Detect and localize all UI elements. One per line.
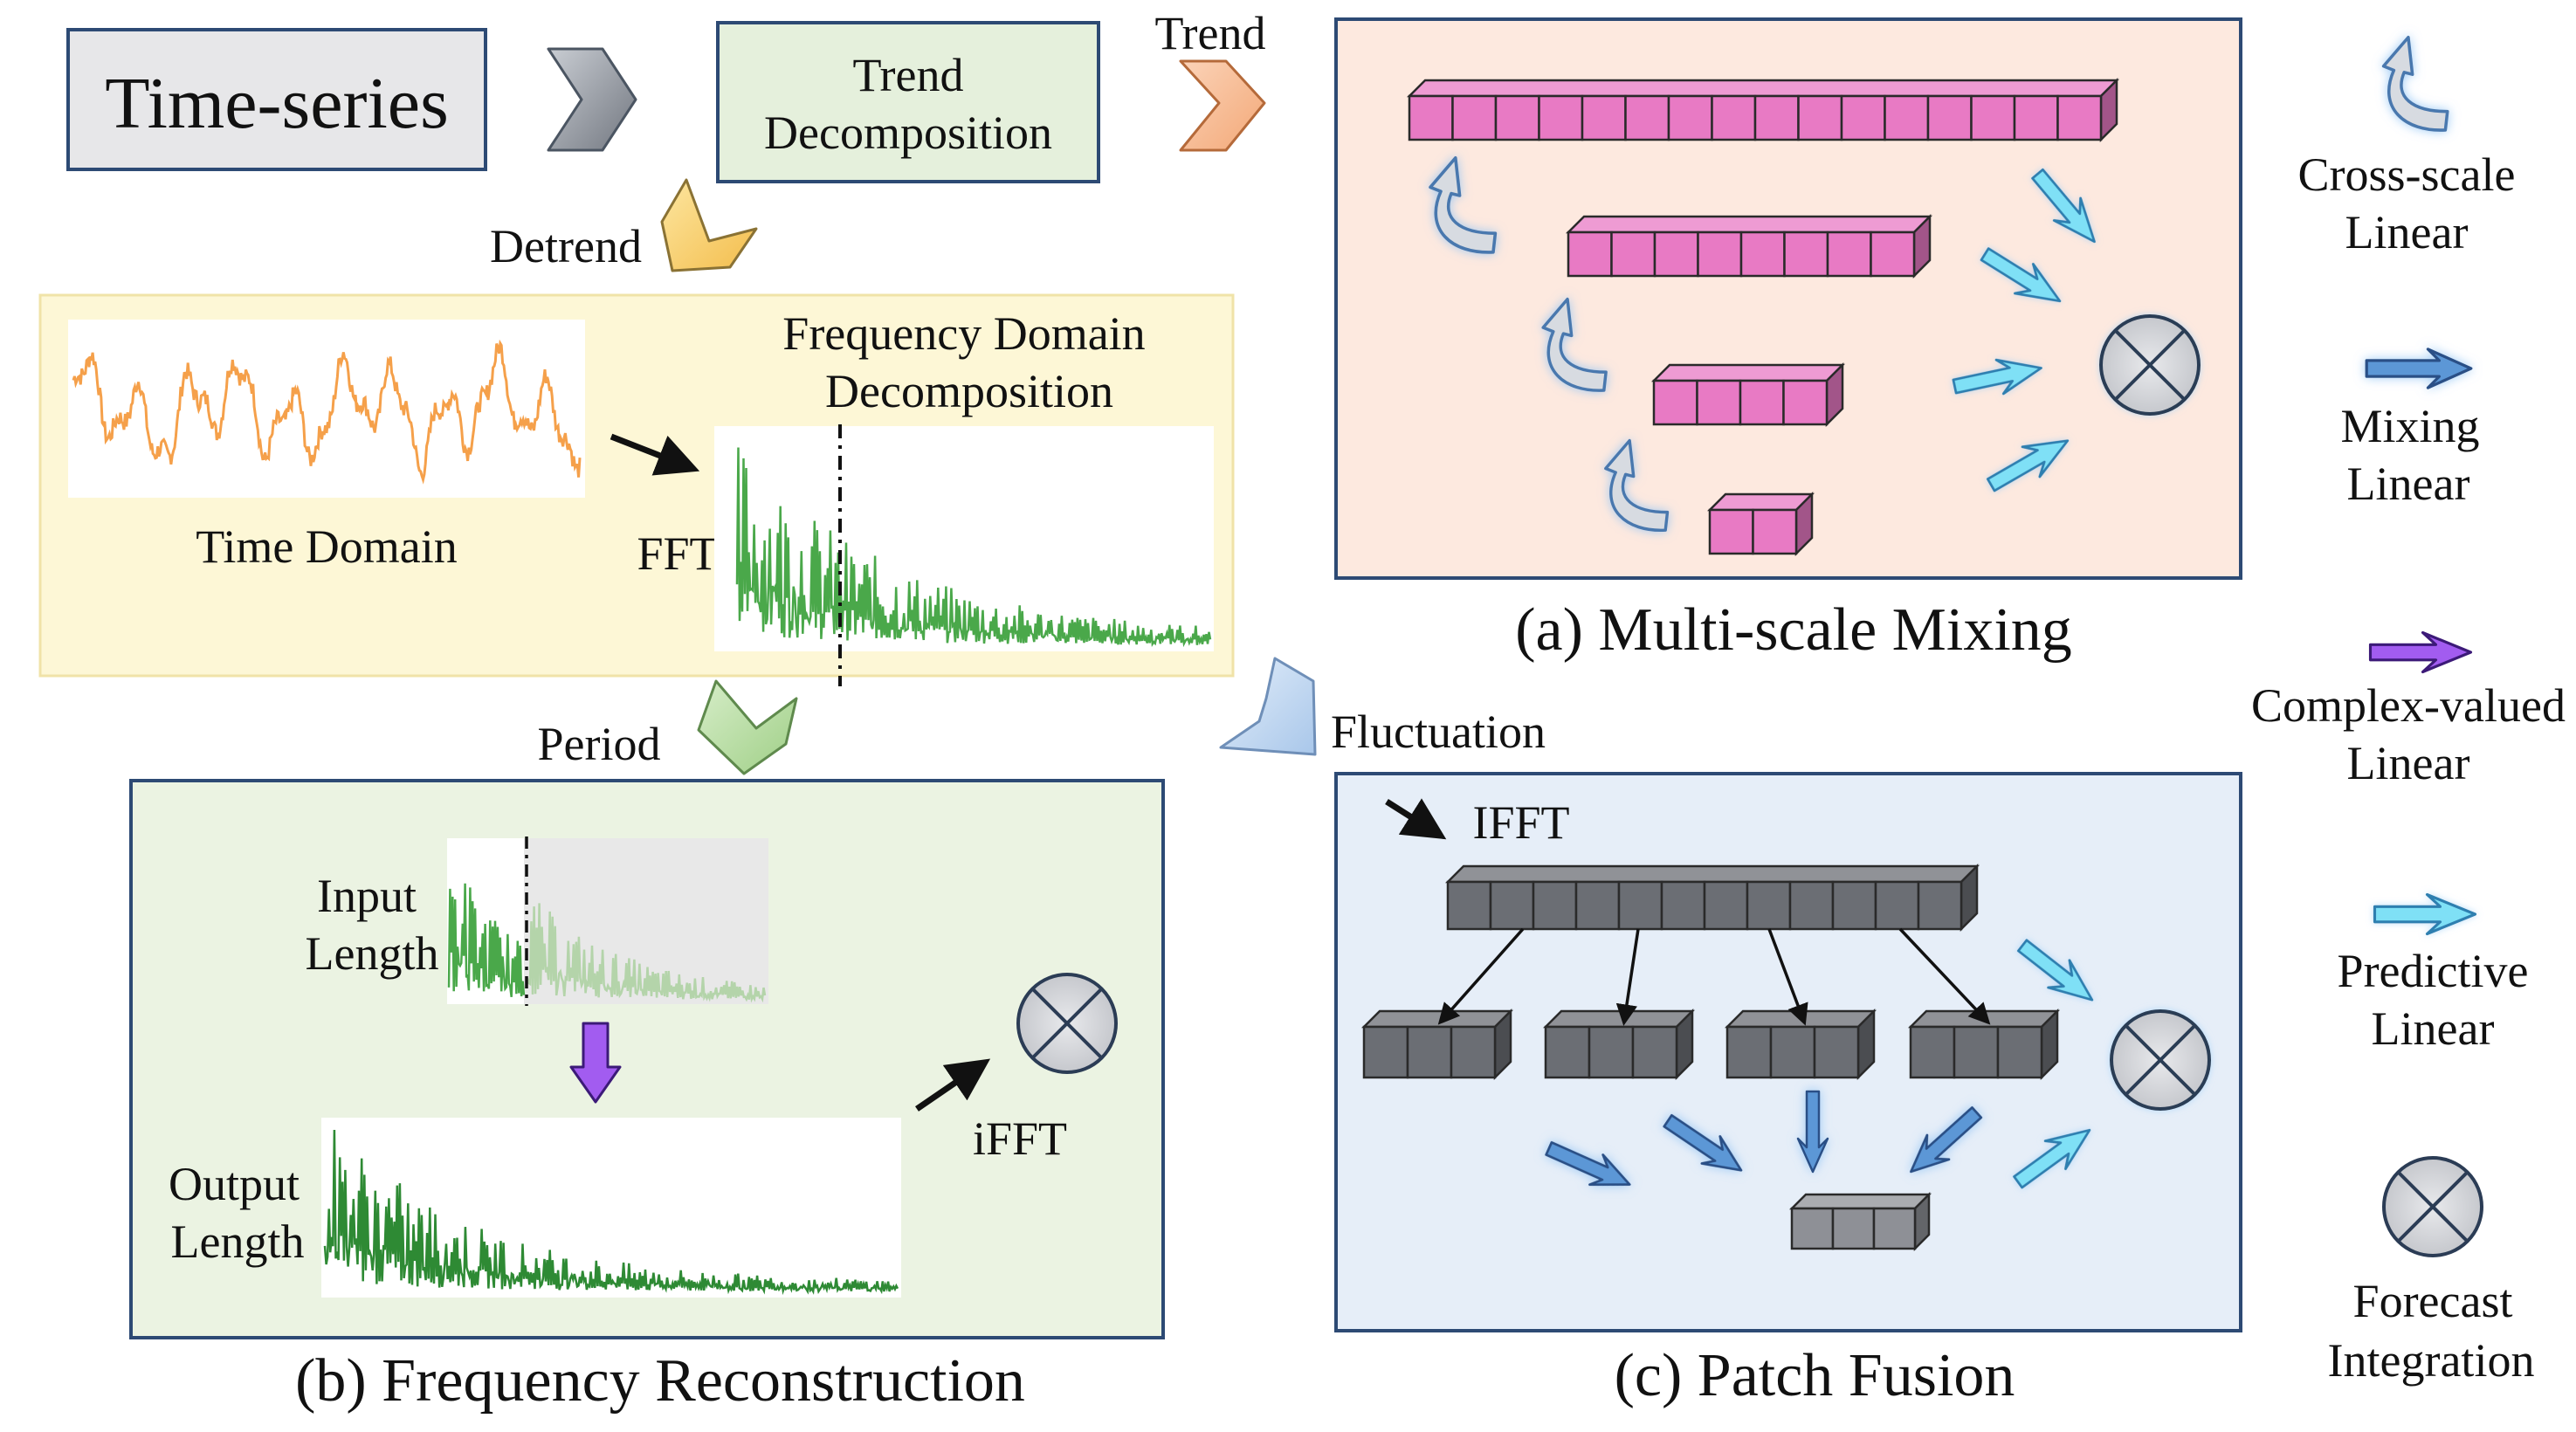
trend-decomposition-box: Trend Decomposition: [716, 21, 1100, 183]
fft-arrow: [610, 433, 700, 476]
legend-label-line1: Complex-valued: [2251, 679, 2566, 732]
time-domain-label: Time Domain: [196, 520, 458, 573]
split-arrow: [1615, 928, 1640, 1026]
blue-chevron-icon: [1219, 657, 1317, 756]
trend-decomposition-label-line1: Trend: [852, 49, 963, 101]
input-length-label-line1: Input: [317, 870, 417, 922]
legend-label-line1: Forecast: [2353, 1275, 2513, 1327]
gray-chevron-icon: [547, 47, 637, 152]
patch-row: [1565, 213, 1933, 279]
time-series-label: Time-series: [105, 63, 449, 144]
output-length-label-line2: Length: [171, 1215, 305, 1268]
forecast-integration-icon: [2110, 1009, 2211, 1111]
patch-row: [1706, 491, 1815, 557]
frequency-decomposition-panel: Time Domain FFT Frequency Domain Decompo…: [38, 293, 1235, 686]
detrend-label: Detrend: [490, 220, 642, 272]
legend-label-line1: Mixing: [2340, 400, 2479, 452]
trend-label: Trend: [1154, 7, 1265, 59]
legend-item-forecast: Forecast Integration: [2328, 1156, 2535, 1387]
blue-arrow-icon: [2365, 347, 2473, 390]
legend-label-line1: Predictive: [2338, 945, 2529, 997]
legend-item-mixing: Mixing Linear: [2340, 347, 2480, 510]
ifft-arrow: [915, 1058, 991, 1112]
green-chevron-icon: [697, 679, 798, 775]
legend-label-line2: Linear: [2372, 1002, 2495, 1055]
output-length-label-line1: Output: [169, 1158, 300, 1210]
patch-row: [1444, 863, 1980, 933]
frequency-spectrum: [735, 447, 1212, 648]
input-spectrum-masked: [526, 903, 767, 1003]
otimes-icon: [2382, 1156, 2483, 1257]
frequency-domain-label-line1: Frequency Domain: [782, 307, 1145, 360]
ifft-arrow: [1385, 798, 1447, 840]
patch-group: [1542, 1008, 1696, 1081]
output-spectrum: [323, 1129, 899, 1296]
legend: Cross-scale Linear Mixing Linear Complex…: [2251, 35, 2566, 1387]
patch-row: [1406, 77, 2120, 143]
patch-row: [1650, 361, 1846, 428]
purple-arrow-icon: [2368, 630, 2473, 674]
fft-label: FFT: [637, 527, 718, 580]
forecast-integration-icon: [1016, 973, 1118, 1074]
patch-fusion-panel: IFFT: [1334, 772, 2242, 1332]
fluctuation-label: Fluctuation: [1331, 706, 1546, 758]
legend-label-line2: Linear: [2347, 458, 2470, 510]
patch-group: [1360, 1008, 1514, 1081]
orange-chevron-icon: [1179, 59, 1266, 152]
input-length-label-line2: Length: [306, 927, 439, 980]
legend-item-cross-scale: Cross-scale Linear: [2298, 35, 2516, 258]
ifft-label: iFFT: [973, 1112, 1067, 1165]
complex-valued-linear-arrow: [569, 1022, 622, 1104]
curved-arrow-icon: [2381, 35, 2449, 132]
frequency-domain-label-line2: Decomposition: [825, 365, 1113, 417]
patch-group: [1907, 1008, 2061, 1081]
multi-scale-mixing-panel: [1334, 17, 2242, 580]
split-arrow: [1437, 927, 1525, 1025]
yellow-chevron-icon: [660, 178, 758, 272]
patch-group: [1724, 1008, 1877, 1081]
legend-item-predictive: Predictive Linear: [2338, 892, 2529, 1055]
input-spectrum: [447, 883, 526, 997]
forecast-integration-icon: [2099, 314, 2201, 416]
ifft-upper-label: IFFT: [1472, 796, 1569, 849]
period-label: Period: [538, 718, 661, 770]
split-arrow: [1767, 928, 1808, 1026]
time-domain-signal: [72, 339, 582, 485]
cyan-arrow-icon: [2373, 892, 2477, 936]
trend-decomposition-label-line2: Decomposition: [764, 107, 1052, 159]
time-series-box: Time-series: [66, 28, 487, 171]
caption-a: (a) Multi-scale Mixing: [1515, 596, 2072, 664]
fused-patch: [1788, 1191, 1932, 1252]
legend-label-line2: Integration: [2328, 1334, 2535, 1387]
split-arrow: [1898, 927, 1991, 1025]
legend-label-line2: Linear: [2345, 206, 2469, 258]
caption-c: (c) Patch Fusion: [1615, 1342, 2015, 1409]
frequency-reconstruction-panel: Input Length Output Length iFFT: [129, 779, 1165, 1339]
caption-b: (b) Frequency Reconstruction: [295, 1347, 1025, 1415]
legend-label-line2: Linear: [2347, 737, 2470, 789]
legend-label-line1: Cross-scale: [2298, 148, 2516, 201]
legend-item-complex-valued: Complex-valued Linear: [2251, 630, 2566, 789]
